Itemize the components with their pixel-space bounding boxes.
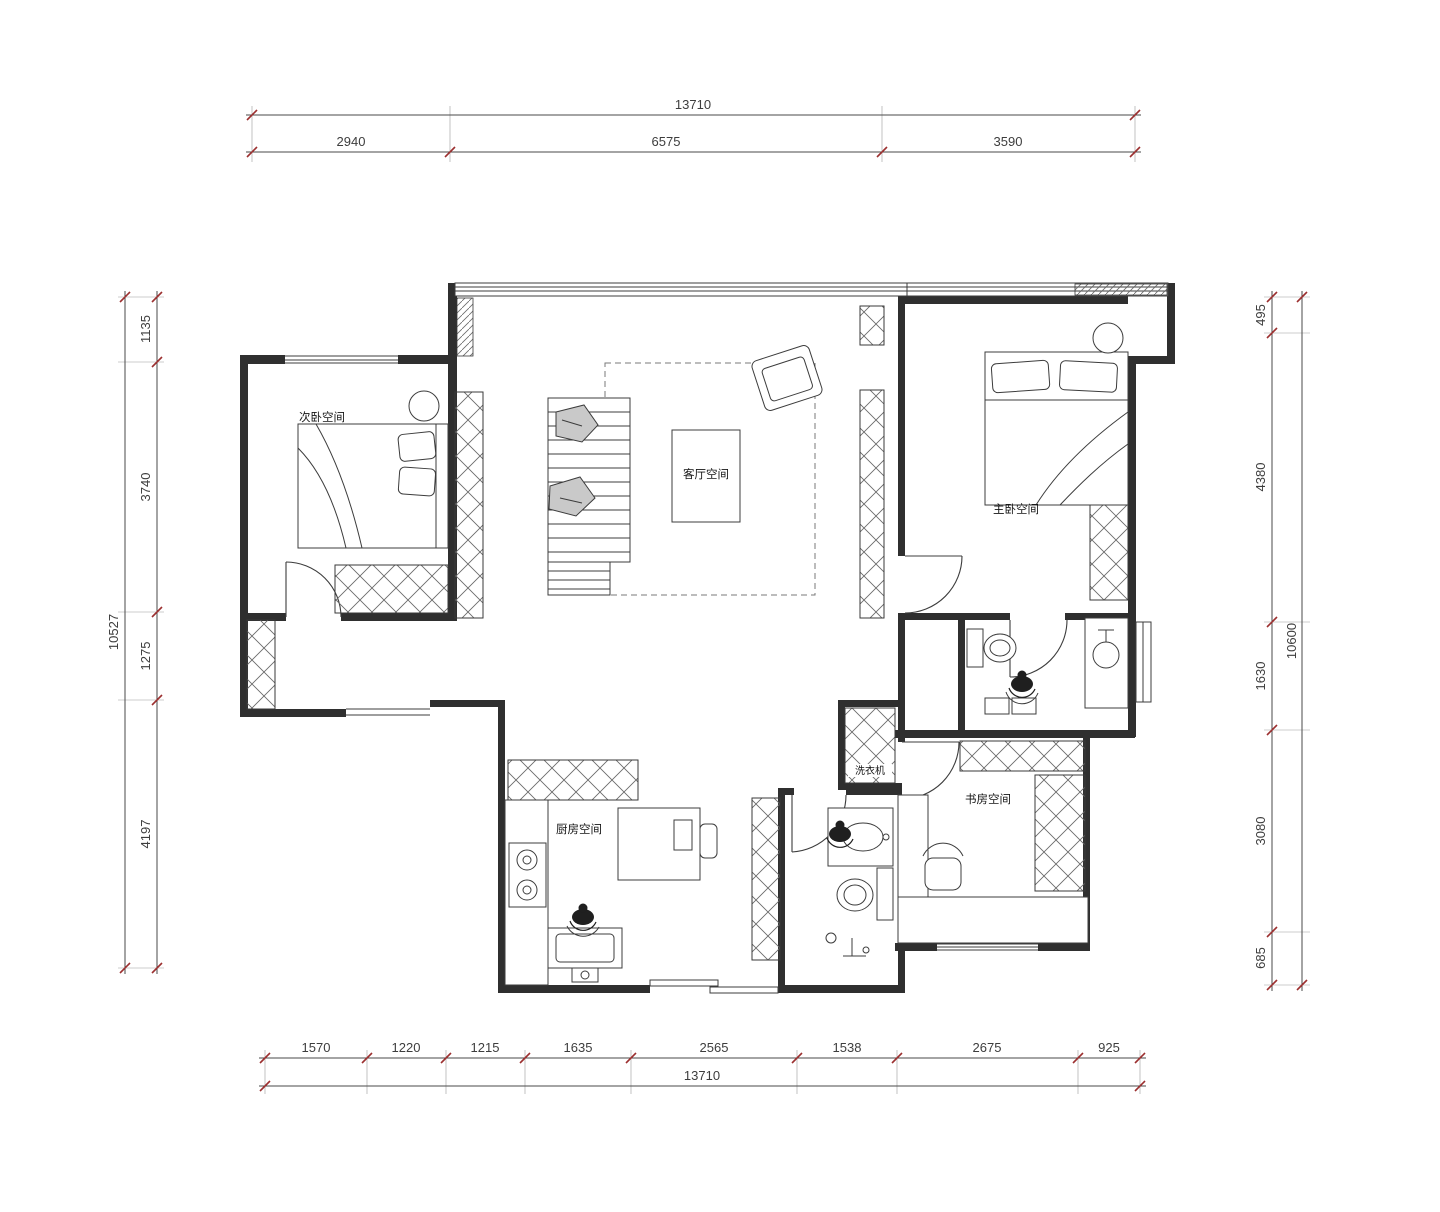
- room-study: 书房空间: [897, 792, 1089, 944]
- window-living-balcony: [454, 282, 908, 297]
- stairs: [547, 397, 631, 596]
- stove: [508, 842, 547, 908]
- wardrobe-secondary-bedroom: [334, 564, 449, 614]
- door-secondary-bedroom: [285, 561, 342, 618]
- room-living: 客厅空间: [547, 345, 823, 596]
- desk-chair: [924, 857, 962, 891]
- stool: [984, 697, 1010, 715]
- dimension-right: 10600 495 4380 1630 3080 685: [1253, 291, 1310, 991]
- vanity-master: [1084, 617, 1129, 709]
- throw-blanket: [555, 404, 599, 443]
- washer-label-chip: [848, 764, 892, 777]
- dim-bottom-3: 1215: [471, 1040, 500, 1055]
- dim-right-1: 495: [1253, 304, 1268, 326]
- throw-blanket: [548, 476, 596, 517]
- counter-kitchen-top: [507, 759, 639, 801]
- dim-bottom-1: 1570: [302, 1040, 331, 1055]
- dim-top-total: 13710: [675, 97, 711, 112]
- room-kitchen: 厨房空间: [504, 799, 718, 986]
- label-kitchen: 厨房空间: [556, 822, 602, 836]
- dim-left-3: 1275: [138, 642, 153, 671]
- dim-bottom-4: 1635: [564, 1040, 593, 1055]
- closet-hallway: [246, 619, 276, 710]
- desk-main: [897, 896, 1089, 944]
- dim-bottom-8: 925: [1098, 1040, 1120, 1055]
- dim-bottom-total: 13710: [684, 1068, 720, 1083]
- dim-top-1: 2940: [337, 134, 366, 149]
- kitchen-sink: [547, 927, 623, 983]
- dimension-bottom: 1570 1220 1215 1635 2565 1538 2675 925 1…: [259, 1040, 1146, 1094]
- pantry-kitchen: [751, 797, 781, 961]
- nightstand: [408, 390, 440, 422]
- column-hatch: [456, 297, 474, 357]
- dim-left-4: 4197: [138, 820, 153, 849]
- cabinet-small: [859, 305, 885, 346]
- cabinet-living-right: [859, 389, 885, 619]
- person-figure: [569, 902, 597, 931]
- label-master-bedroom: 主卧空间: [993, 502, 1039, 516]
- label-secondary-bedroom: 次卧空间: [299, 410, 345, 424]
- pillow: [397, 431, 437, 462]
- wardrobe-study: [1034, 774, 1086, 892]
- dim-right-3: 1630: [1253, 662, 1268, 691]
- kitchen-table: [617, 807, 718, 881]
- dim-bottom-6: 1538: [833, 1040, 862, 1055]
- room-master-bedroom: 主卧空间: [984, 322, 1129, 516]
- dim-right-5: 685: [1253, 947, 1268, 969]
- ceiling-outline: [604, 362, 816, 596]
- pillow: [990, 359, 1051, 394]
- dim-top-3: 3590: [994, 134, 1023, 149]
- door-study: [901, 741, 960, 800]
- dim-left-1: 1135: [138, 315, 153, 343]
- label-living: 客厅空间: [683, 467, 729, 481]
- sliding-door-kitchen: [649, 979, 779, 994]
- room-master-bath: [966, 617, 1129, 715]
- balcony-hatch: [1074, 283, 1168, 296]
- pillow: [1059, 360, 1118, 393]
- label-study: 书房空间: [965, 792, 1011, 806]
- window-master-balcony: [906, 282, 1169, 297]
- window-master-bath: [1135, 621, 1152, 703]
- chair-back: [566, 925, 600, 937]
- room-bath2: [825, 807, 894, 957]
- nightstand: [1092, 322, 1124, 354]
- windows: [285, 282, 1169, 994]
- dim-bottom-5: 2565: [700, 1040, 729, 1055]
- window-secondary-bedroom: [285, 355, 398, 364]
- chair-back: [1005, 691, 1039, 705]
- dimension-top: 13710 2940 6575 3590: [246, 97, 1141, 162]
- dim-top-2: 6575: [652, 134, 681, 149]
- pillow: [397, 466, 437, 497]
- door-master-bath: [1009, 619, 1068, 678]
- accent-chair: [751, 345, 823, 411]
- cabinet-living-left: [454, 391, 484, 619]
- cabinet-study-top: [959, 740, 1086, 772]
- person-figure: [1008, 669, 1036, 698]
- door-master-bedroom: [904, 555, 963, 614]
- coffee-table: [671, 429, 741, 523]
- toilet-master: [966, 628, 1017, 668]
- toilet-bath2: [836, 867, 894, 921]
- dim-left-total: 10527: [106, 614, 121, 650]
- dim-bottom-7: 2675: [973, 1040, 1002, 1055]
- window-study: [937, 943, 1038, 951]
- dim-bottom-2: 1220: [392, 1040, 421, 1055]
- room-secondary-bedroom: 次卧空间: [297, 390, 449, 549]
- dim-right-2: 4380: [1253, 463, 1268, 492]
- dim-right-total: 10600: [1284, 623, 1299, 659]
- dim-right-4: 3080: [1253, 817, 1268, 846]
- shower-tap: [825, 932, 870, 957]
- washer-label: 洗衣机: [855, 764, 885, 777]
- dim-left-2: 3740: [138, 473, 153, 502]
- dimension-left: 10527 1135 3740 1275 4197: [106, 291, 164, 974]
